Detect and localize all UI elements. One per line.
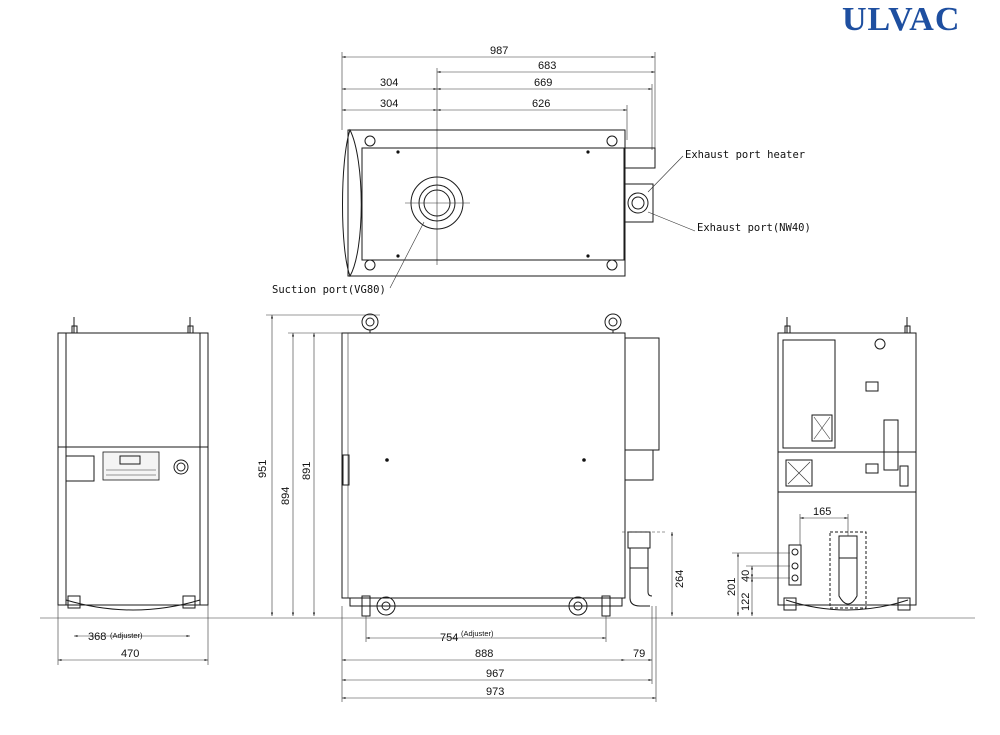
- front-view: 368 (Adjuster) 470: [57, 317, 209, 665]
- dim-987: 987: [490, 45, 508, 57]
- dim-754: 754: [440, 632, 458, 644]
- dim-368: 368: [88, 631, 106, 643]
- dim-951: 951: [257, 460, 269, 478]
- dim-368-note: (Adjuster): [110, 631, 143, 640]
- dim-967: 967: [486, 668, 504, 680]
- dim-973: 973: [486, 686, 504, 698]
- dim-891: 891: [301, 462, 313, 480]
- dim-264: 264: [674, 570, 686, 588]
- dim-626: 626: [532, 98, 550, 110]
- dim-888: 888: [475, 648, 493, 660]
- dim-122: 122: [740, 593, 752, 611]
- callout-exhaust-port: Exhaust port(NW40): [697, 222, 811, 234]
- callout-exhaust-port-heater: Exhaust port heater: [685, 149, 805, 161]
- dim-470: 470: [121, 648, 139, 660]
- top-view: 987 683 304 669 304 626: [272, 45, 811, 296]
- rear-view: 165 201 122 40: [726, 317, 917, 616]
- dim-304-upper: 304: [380, 77, 398, 89]
- dim-201: 201: [726, 578, 738, 596]
- callout-suction-port: Suction port(VG80): [272, 284, 386, 296]
- dim-79: 79: [633, 648, 645, 660]
- side-view: 951 894 891 264 754 (Ad: [257, 313, 686, 702]
- dim-754-note: (Adjuster): [461, 629, 494, 638]
- dim-669: 669: [534, 77, 552, 89]
- ulvac-logo: ULVAC: [842, 1, 960, 38]
- dim-683: 683: [538, 60, 556, 72]
- dim-165: 165: [813, 506, 831, 518]
- dim-304-lower: 304: [380, 98, 398, 110]
- dim-40: 40: [740, 570, 752, 582]
- dim-894: 894: [280, 487, 292, 505]
